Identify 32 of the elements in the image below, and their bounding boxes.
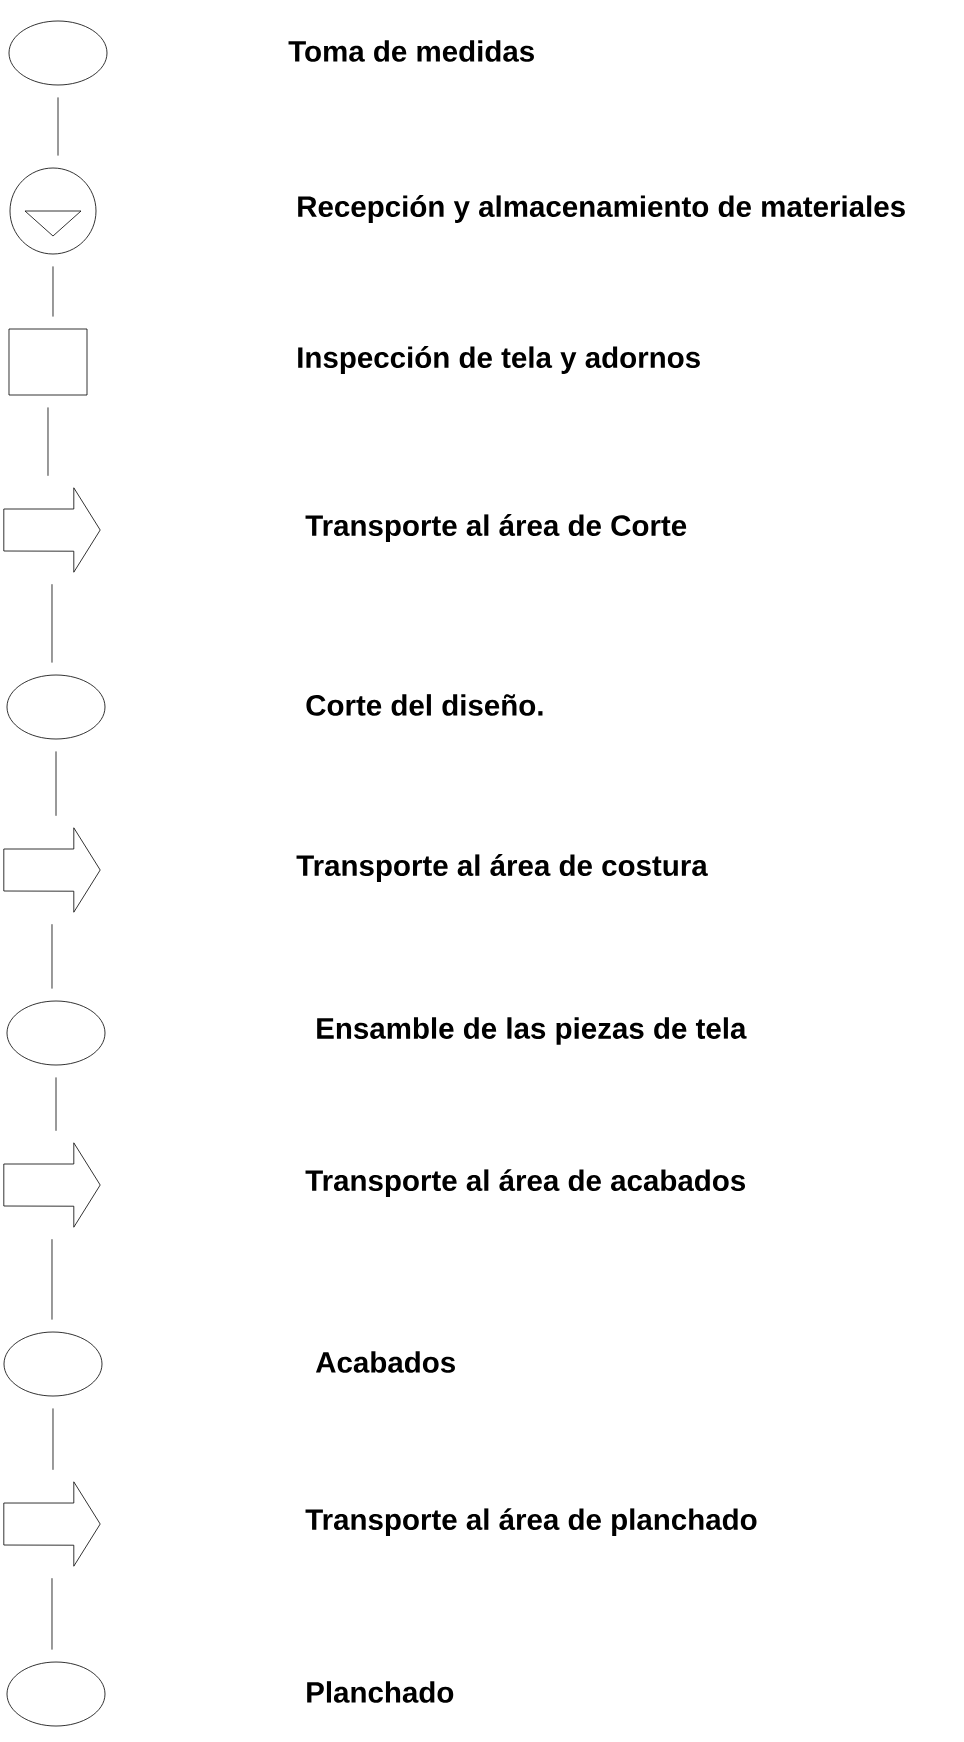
step-label: Transporte al área de Corte: [305, 514, 687, 542]
transport-arrow: [3, 1142, 101, 1228]
connector-line: [47, 407, 49, 477]
connector-line: [51, 1577, 53, 1650]
transport-arrow: [3, 1481, 101, 1567]
connector-line: [51, 1238, 53, 1320]
connector-line: [51, 923, 53, 989]
operation-circle: [6, 674, 106, 740]
step-label: Corte del diseño.: [306, 694, 543, 716]
operation-circle: [6, 1000, 106, 1066]
connector-line: [57, 97, 59, 156]
step-label: Recepción y almacenamiento de materiales: [298, 195, 905, 223]
connector-line: [55, 751, 57, 817]
step-label: Transporte al área de planchado: [305, 1508, 757, 1536]
step-label: Inspección de tela y adornos: [298, 346, 700, 374]
operation-circle: [8, 20, 108, 86]
step-label: Toma de medidas: [288, 40, 534, 62]
step-label: Transporte al área de costura: [296, 854, 708, 882]
transport-arrow: [3, 827, 101, 913]
operation-circle: [3, 1331, 103, 1397]
step-label: Ensamble de las piezas de tela: [317, 1017, 747, 1045]
storage-symbol: [9, 167, 97, 255]
connector-line: [52, 1408, 54, 1471]
connector-line: [52, 266, 54, 317]
connector-line: [55, 1077, 57, 1132]
step-label: Acabados: [315, 1351, 455, 1373]
transport-arrow: [3, 487, 101, 573]
operation-circle: [6, 1661, 106, 1727]
connector-line: [51, 583, 53, 663]
step-label: Transporte al área de acabados: [305, 1169, 745, 1197]
step-label: Planchado: [307, 1681, 454, 1703]
inspection-box: [8, 328, 88, 396]
